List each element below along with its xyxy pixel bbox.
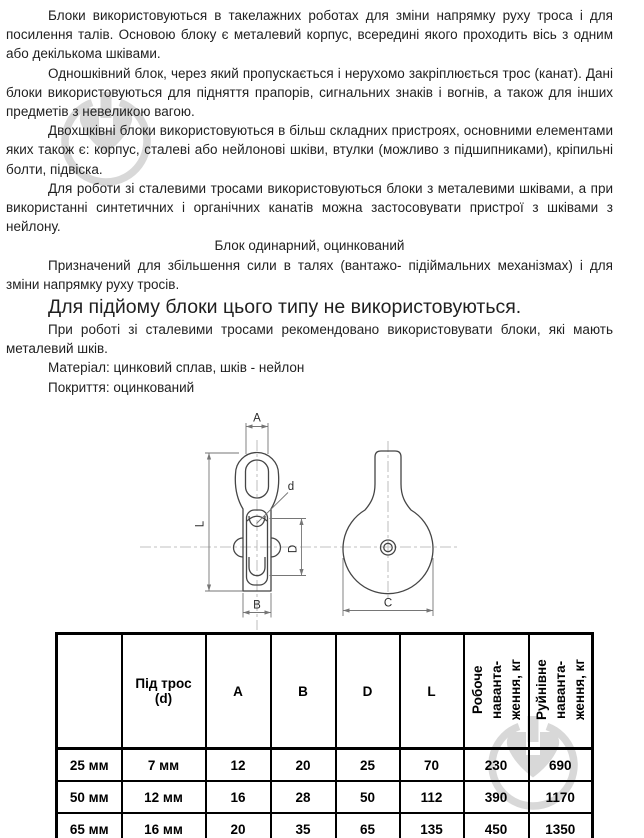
header-breaking-load: Руйнівне наванта- ження, кг	[527, 632, 594, 750]
table-cell: 16 мм	[120, 812, 207, 838]
table-cell: 390	[462, 780, 530, 814]
table-header-row: Під трос (d) A B D L Робоче наванта- жен…	[55, 632, 594, 750]
table-cell: 1350	[527, 812, 594, 838]
front-view-outline	[342, 450, 434, 595]
paragraph-recommendation: При роботі зі сталевими тросами рекоменд…	[6, 322, 613, 357]
dimensions-table: Під трос (d) A B D L Робоче наванта- жен…	[55, 632, 594, 838]
watermark-ring	[61, 98, 151, 186]
watermark-shield	[79, 108, 133, 154]
table-cell: 690	[527, 747, 594, 782]
table-cell: 20	[269, 747, 337, 782]
axle-boss-right	[270, 537, 282, 558]
axle-hole-outer	[379, 539, 397, 556]
table-row: 65 мм 16 мм 20 35 65 135 450 1350	[55, 812, 594, 838]
header-rope-diameter: Під трос (d)	[120, 632, 207, 750]
table-cell: 28	[269, 780, 337, 814]
table-row: 25 мм 7 мм 12 20 25 70 230 690	[55, 747, 594, 782]
table-cell: 20	[204, 812, 272, 838]
header-l: L	[398, 632, 465, 750]
table-cell: 230	[462, 747, 530, 782]
dim-label-d-capital: D	[288, 545, 300, 553]
table-cell: 1170	[527, 780, 594, 814]
dim-d-capital	[269, 518, 306, 576]
table-cell: 25	[334, 747, 401, 782]
table-cell: 65 мм	[55, 812, 123, 838]
sheave-groove-bottom	[248, 557, 266, 577]
coating-line: Покриття: оцинкований	[48, 379, 195, 395]
axle-boss-left	[232, 537, 244, 558]
eye-hole	[244, 459, 270, 499]
vertical-header-text: Руйнівне наванта- ження, кг	[533, 659, 587, 720]
emphasis-line: Для підйому блоки цього типу не використ…	[48, 296, 522, 319]
vertical-header-text: Робоче наванта- ження, кг	[469, 659, 523, 720]
table-cell: 12	[204, 747, 272, 782]
paragraph-intro: Блоки використовуються в такелажних робо…	[6, 8, 613, 62]
material-line: Матеріал: цинковий сплав, шків - нейлон	[48, 360, 305, 376]
paragraph-double-sheave: Двохшківні блоки використовуються в біль…	[6, 123, 613, 177]
table-row: 50 мм 12 мм 16 28 50 112 390 1170	[55, 780, 594, 814]
table-cell: 450	[462, 812, 530, 838]
table-cell: 35	[269, 812, 337, 838]
paragraph-materials-use: Для роботи зі сталевими тросами використ…	[6, 180, 613, 235]
table-cell: 50	[334, 780, 401, 814]
technical-drawing: A B C D L d	[140, 413, 458, 630]
table-cell: 7 мм	[120, 747, 207, 782]
header-working-load: Робоче наванта- ження, кг	[462, 632, 530, 750]
paragraph-single-sheave: Одношківний блок, через який пропускаєть…	[6, 65, 613, 120]
dim-label-d-small: d	[288, 481, 294, 493]
dim-label-c: C	[384, 598, 392, 610]
header-d: D	[334, 632, 401, 750]
table-cell: 16	[204, 780, 272, 814]
dim-label-a: A	[253, 413, 261, 425]
header-a: A	[204, 632, 272, 750]
section-heading: Блок одинарний, оцинкований	[214, 238, 405, 254]
dim-l	[205, 452, 243, 592]
table-cell: 112	[398, 780, 465, 814]
watermark-stem	[100, 92, 112, 118]
paragraph-purpose: Призначений для збільшення сили в талях …	[6, 257, 613, 292]
leader-d-small	[256, 492, 289, 524]
dimension-labels: A B C D L d	[195, 413, 393, 612]
watermark-logo-icon	[61, 92, 151, 186]
table-cell: 50 мм	[55, 780, 123, 814]
centerlines	[140, 440, 458, 630]
sheave-groove-top	[248, 515, 266, 528]
table-cell: 12 мм	[120, 780, 207, 814]
sheave-rim-top	[246, 515, 268, 522]
header-empty	[55, 632, 123, 750]
sheave-window	[245, 509, 269, 586]
table-cell: 70	[398, 747, 465, 782]
table-cell: 135	[398, 812, 465, 838]
dimension-arrows	[206, 424, 433, 615]
body-text: Блоки використовуються в такелажних робо…	[0, 0, 644, 397]
axle-hole-inner	[383, 542, 393, 553]
dim-label-l: L	[195, 520, 207, 527]
dim-c	[342, 558, 434, 616]
dim-label-b: B	[253, 600, 261, 612]
table-cell: 25 мм	[55, 747, 123, 782]
header-b: B	[269, 632, 337, 750]
table-cell: 65	[334, 812, 401, 838]
side-view-outline	[232, 451, 282, 592]
